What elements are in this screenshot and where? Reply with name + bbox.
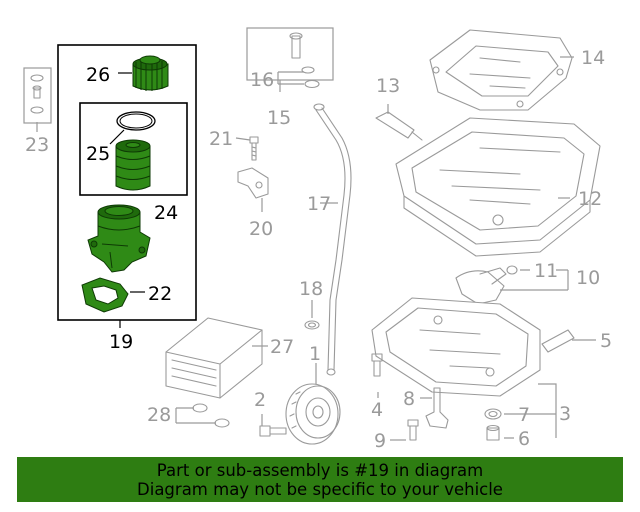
box-19-assembly xyxy=(57,44,197,321)
part-5-sealant[interactable] xyxy=(541,329,575,353)
part-13-sealant-tube[interactable] xyxy=(375,111,423,141)
part-27-oil-cooler[interactable] xyxy=(165,317,263,399)
part-7-washer[interactable] xyxy=(484,408,502,420)
notice-line-part: Part or sub-assembly is #19 in diagram xyxy=(156,461,484,480)
part-18-seal[interactable] xyxy=(304,320,320,330)
part-9-bolt[interactable] xyxy=(407,419,419,441)
box-23 xyxy=(23,67,52,124)
part-20-bracket[interactable] xyxy=(237,167,269,199)
callout-25[interactable]: 25 xyxy=(86,143,110,165)
callout-24[interactable]: 24 xyxy=(154,202,178,224)
callout-1[interactable]: 1 xyxy=(309,343,321,365)
callout-22[interactable]: 22 xyxy=(148,283,172,305)
part-10-pickup[interactable] xyxy=(455,265,518,305)
part-25-o-ring[interactable] xyxy=(116,111,156,131)
callout-19[interactable]: 19 xyxy=(109,331,133,353)
part-16-bolt-seals[interactable] xyxy=(289,32,320,89)
part-14-baffle[interactable] xyxy=(429,29,573,111)
part-26-filter-cap[interactable] xyxy=(132,55,169,91)
callout-3[interactable]: 3 xyxy=(559,403,571,425)
callout-23[interactable]: 23 xyxy=(25,134,49,156)
part-6-drain-plug[interactable] xyxy=(486,424,500,441)
callout-10[interactable]: 10 xyxy=(576,267,600,289)
callout-6[interactable]: 6 xyxy=(518,428,530,450)
part-3-lower-oil-pan[interactable] xyxy=(371,297,541,397)
notice-line-disclaimer: Diagram may not be specific to your vehi… xyxy=(137,480,503,499)
part-12-upper-oil-pan[interactable] xyxy=(395,117,601,257)
callout-11[interactable]: 11 xyxy=(534,260,558,282)
part-1-pulley[interactable] xyxy=(285,383,341,445)
parts-diagram: 26 25 24 22 19 23 16 15 21 20 17 18 13 1… xyxy=(23,27,612,452)
callout-15[interactable]: 15 xyxy=(267,107,291,129)
part-8-sensor[interactable] xyxy=(425,387,449,429)
callout-9[interactable]: 9 xyxy=(374,430,386,452)
callout-17[interactable]: 17 xyxy=(307,193,331,215)
notice-banner: Part or sub-assembly is #19 in diagram D… xyxy=(17,457,623,502)
part-2-bolt[interactable] xyxy=(259,425,287,437)
callout-21[interactable]: 21 xyxy=(209,128,233,150)
part-23-bolt-set[interactable] xyxy=(30,74,44,114)
part-21-bolt[interactable] xyxy=(249,136,259,161)
callout-16[interactable]: 16 xyxy=(250,69,274,91)
part-17-dipstick-tube[interactable] xyxy=(313,103,352,376)
callout-20[interactable]: 20 xyxy=(249,218,273,240)
callout-4[interactable]: 4 xyxy=(371,399,383,421)
box-15 xyxy=(246,27,334,81)
box-24-filter xyxy=(79,102,188,196)
callout-18[interactable]: 18 xyxy=(299,278,323,300)
leader-lines xyxy=(36,56,596,441)
callout-5[interactable]: 5 xyxy=(600,330,612,352)
callout-7[interactable]: 7 xyxy=(518,404,530,426)
part-4-bolt[interactable] xyxy=(371,353,383,377)
part-24-filter-element[interactable] xyxy=(115,139,151,191)
part-filter-housing[interactable] xyxy=(87,204,151,273)
callout-labels: 26 25 24 22 19 23 16 15 21 20 17 18 13 1… xyxy=(25,47,612,452)
callout-8[interactable]: 8 xyxy=(403,388,415,410)
callout-2[interactable]: 2 xyxy=(254,389,266,411)
callout-28[interactable]: 28 xyxy=(147,404,171,426)
callout-26[interactable]: 26 xyxy=(86,64,110,86)
callout-13[interactable]: 13 xyxy=(376,75,400,97)
callout-14[interactable]: 14 xyxy=(581,47,605,69)
part-22-gasket[interactable] xyxy=(81,277,129,313)
callout-27[interactable]: 27 xyxy=(270,336,294,358)
callout-12[interactable]: 12 xyxy=(578,188,602,210)
